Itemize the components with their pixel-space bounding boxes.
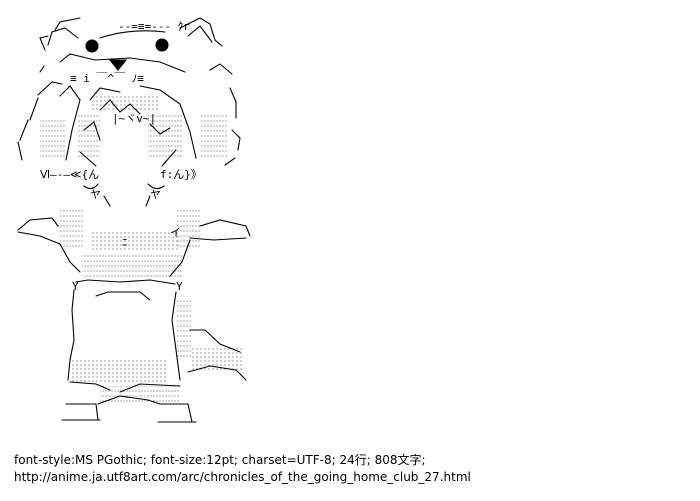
- source-link[interactable]: http://anime.ja.utf8art.com/arc/chronicl…: [14, 470, 471, 484]
- font-info-line: font-style:MS PGothic; font-size:12pt; c…: [14, 453, 426, 467]
- svg-text:イ: イ: [170, 226, 181, 239]
- svg-text:Y: Y: [176, 280, 183, 293]
- svg-text:≡ i ￣^￣ ﾉ≡: ≡ i ￣^￣ ﾉ≡: [70, 71, 144, 85]
- svg-text:|~ヾv~|: |~ヾv~|: [112, 112, 156, 125]
- svg-text:ヤ: ヤ: [90, 188, 101, 201]
- svg-text:ﾆ: ﾆ: [122, 236, 128, 249]
- svg-text:Y: Y: [72, 280, 79, 293]
- svg-text:-‐=≡=-‐‐ ｸr: -‐=≡=-‐‐ ｸr: [118, 20, 190, 33]
- svg-text:ヤ: ヤ: [150, 188, 161, 201]
- caption: font-style:MS PGothic; font-size:12pt; c…: [14, 452, 471, 486]
- art-overlay-right: f:ん}》: [160, 168, 202, 181]
- ascii-art-illustration: -‐=≡=-‐‐ ｸr ≡ i ￣^￣ ﾉ≡ |~ヾv~| ﾆ Ⅵ―‐―≪{ん …: [17, 17, 251, 423]
- art-overlay-left: Ⅵ―‐―≪{ん: [40, 168, 99, 181]
